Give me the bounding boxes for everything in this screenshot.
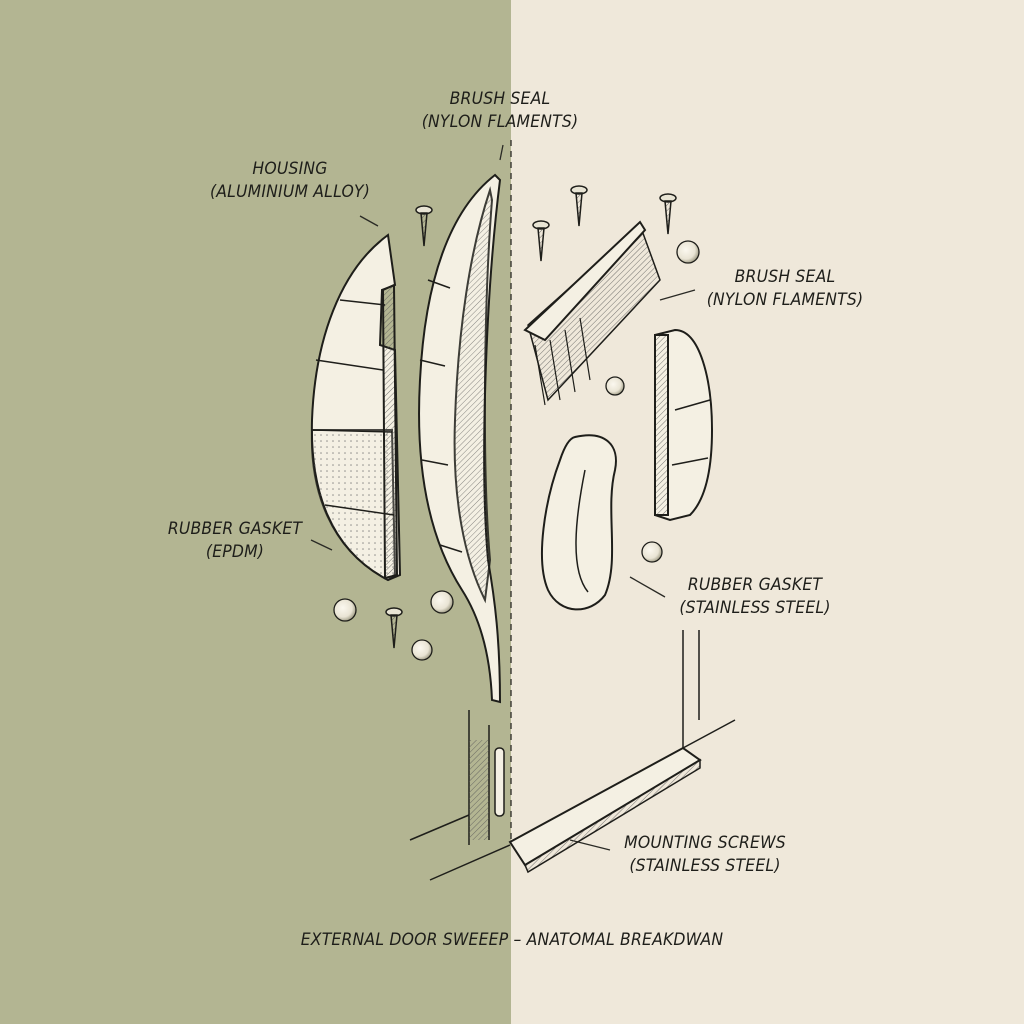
bead-balls: [333, 240, 700, 661]
background-left-panel: [0, 0, 511, 1024]
label-rubber-gasket-right: RUBBER GASKET (STAINLESS STEEL): [679, 575, 831, 618]
housing-profile: [310, 233, 402, 582]
curved-seal-strip: [418, 173, 502, 704]
door-base-with-sweep: [409, 630, 736, 881]
rubber-gasket-loop: [541, 434, 617, 611]
housing-end-cap: [654, 328, 714, 522]
label-brush-seal-top: BRUSH SEAL (NYLON FLAMENTS): [421, 89, 579, 132]
label-brush-seal-right: BRUSH SEAL (NYLON FLAMENTS): [706, 267, 864, 310]
diagram-caption: EXTERNAL DOOR SWEEEP – ANATOMAL BREAKDWA…: [300, 930, 724, 950]
label-mounting-screws: MOUNTING SCREWS (STAINLESS STEEL): [624, 833, 786, 876]
screws: [385, 185, 677, 649]
brush-strip: [523, 220, 661, 406]
label-rubber-gasket-left: RUBBER GASKET (EPDM): [167, 519, 303, 562]
label-housing: HOUSING (ALUMINIUM ALLOY): [209, 159, 371, 202]
